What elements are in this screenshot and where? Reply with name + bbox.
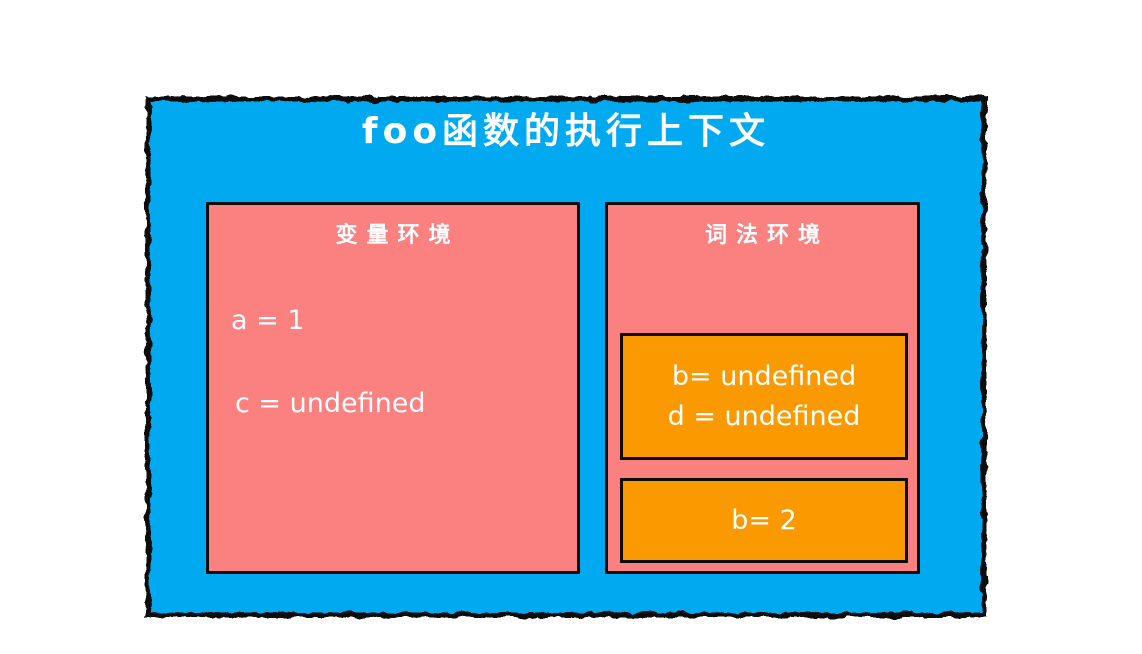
- variable-entry-c: c = undefined: [235, 388, 426, 419]
- lexical-environment-box: 词法环境 b= undefined d = undefined b= 2: [605, 202, 920, 574]
- variable-environment-label: 变量环境: [335, 223, 460, 248]
- lexical-scope-block-outer: b= undefined d = undefined: [620, 333, 908, 460]
- lexical-entry-b-2: b= 2: [731, 505, 797, 536]
- variable-entry-a: a = 1: [231, 305, 305, 336]
- diagram-title: foo函数的执行上下文: [361, 111, 771, 152]
- variable-environment-box: 变量环境 a = 1 c = undefined: [206, 202, 580, 574]
- lexical-scope-block-inner: b= 2: [620, 478, 908, 563]
- lexical-environment-label: 词法环境: [704, 223, 829, 248]
- lexical-entry-b-undefined: b= undefined: [671, 361, 857, 392]
- lexical-entry-d-undefined: d = undefined: [667, 401, 861, 432]
